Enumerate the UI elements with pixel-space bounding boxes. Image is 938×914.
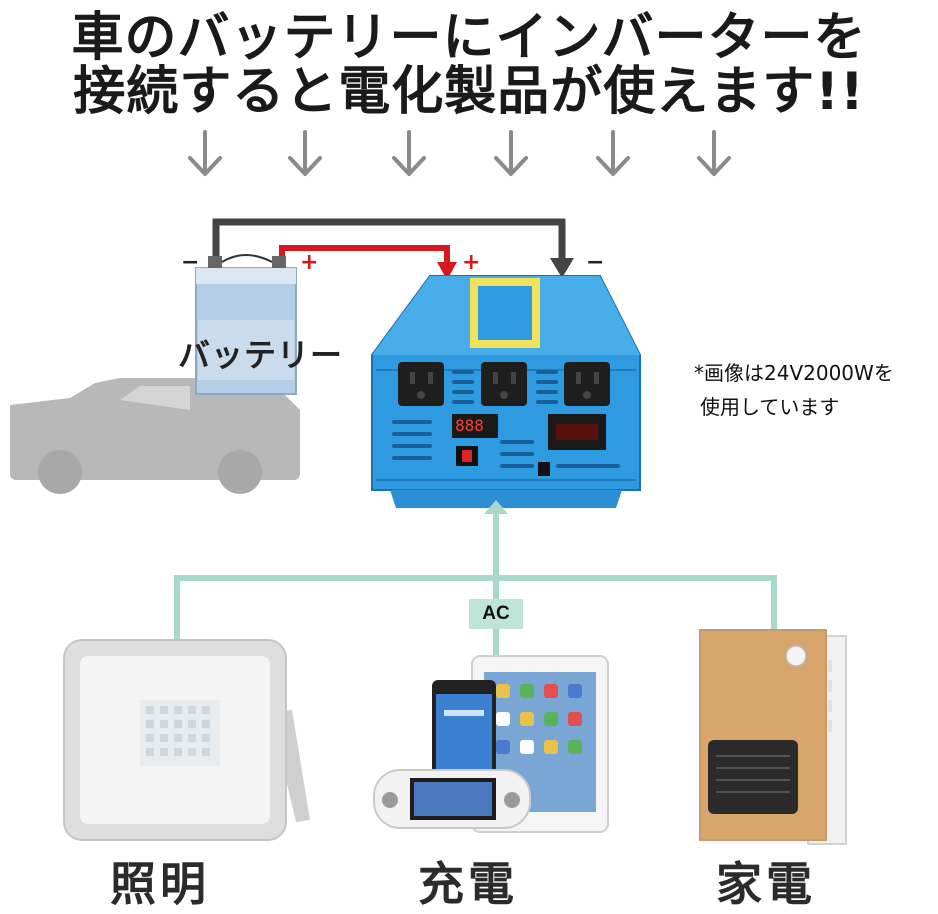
heater-icon [699, 629, 847, 845]
device-label-charging: 充電 [418, 857, 518, 911]
game-console-icon [373, 769, 531, 829]
down-arrow-icon [596, 130, 630, 176]
tablet-icon [471, 655, 609, 833]
inverter-minus-sign: − [586, 250, 605, 275]
down-arrow-icon [392, 130, 426, 176]
down-arrow-icon [188, 130, 222, 176]
voltage-display [452, 414, 498, 438]
inverter-icon [371, 275, 641, 508]
note-line-1: *画像は24V2000Wを [694, 361, 894, 385]
positive-wire-arrowhead [437, 262, 457, 280]
headline-line-1: 車のバッテリーにインバーターを [71, 8, 867, 68]
note-line-2: 使用しています [700, 395, 840, 419]
car-silhouette [10, 378, 300, 494]
down-arrow-icon [288, 130, 322, 176]
negative-wire-arrowhead [550, 258, 574, 278]
inverter-plus-sign: + [462, 250, 481, 275]
ac-label: AC [469, 599, 523, 629]
down-arrows [188, 130, 731, 176]
device-label-appliances: 家電 [716, 857, 816, 911]
ac-arrow-up [484, 500, 508, 514]
headline-line-2: 接続すると電化製品が使えます!! [73, 62, 865, 122]
down-arrow-icon [494, 130, 528, 176]
battery-minus-sign: − [181, 250, 200, 275]
ac-lines [174, 512, 777, 656]
floodlight-icon [63, 639, 310, 841]
device-label-lighting: 照明 [110, 857, 210, 911]
battery-icon [195, 254, 297, 395]
battery-plus-sign: + [300, 250, 319, 275]
battery-label: バッテリー [178, 336, 344, 374]
down-arrow-icon [697, 130, 731, 176]
voltage-display-digits: 888 [455, 416, 484, 435]
